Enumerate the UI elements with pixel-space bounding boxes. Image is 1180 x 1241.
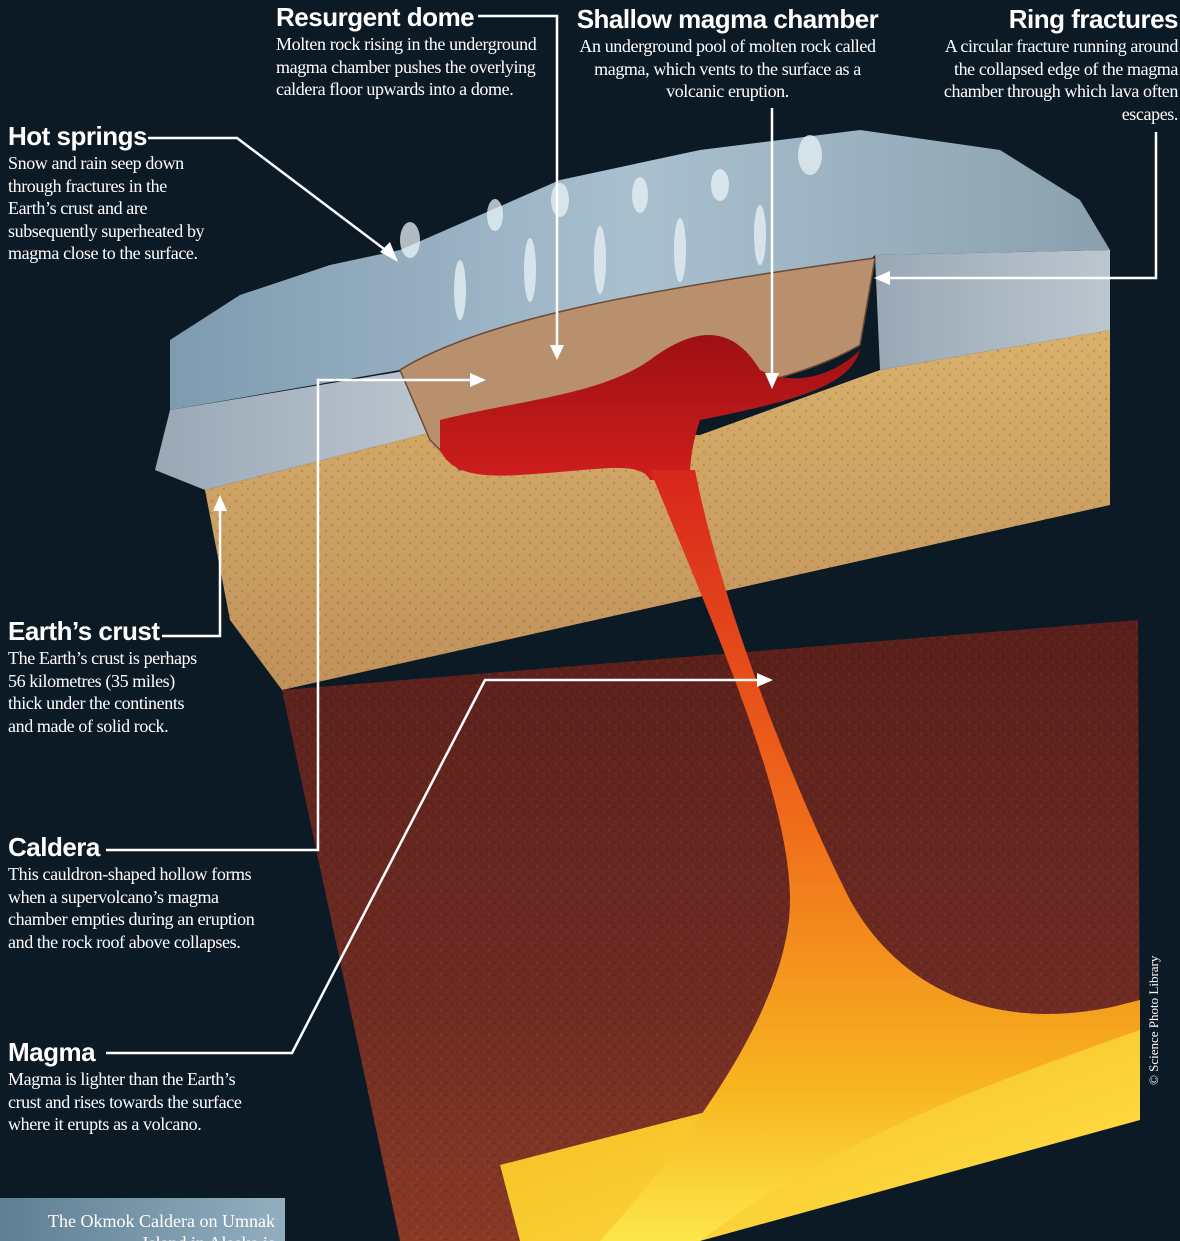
magma-title: Magma — [8, 1038, 248, 1066]
resurgent-dome-title: Resurgent dome — [276, 3, 546, 31]
photo-caption-text: The Okmok Caldera on Umnak Island in Ala… — [15, 1210, 275, 1241]
label-caldera: Caldera This cauldron-shaped hollow form… — [8, 833, 258, 953]
magma-text: Magma is lighter than the Earth’s crust … — [8, 1068, 248, 1136]
label-shallow-magma-chamber: Shallow magma chamber An underground poo… — [575, 5, 880, 103]
hot-springs-title: Hot springs — [8, 122, 218, 150]
hot-springs-text: Snow and rain seep down through fracture… — [8, 152, 218, 265]
label-resurgent-dome: Resurgent dome Molten rock rising in the… — [276, 3, 546, 101]
photo-credit: © Science Photo Library — [1146, 956, 1162, 1085]
shallow-magma-chamber-title: Shallow magma chamber — [575, 5, 880, 33]
label-magma: Magma Magma is lighter than the Earth’s … — [8, 1038, 248, 1136]
label-earths-crust: Earth’s crust The Earth’s crust is perha… — [8, 617, 198, 737]
label-hot-springs: Hot springs Snow and rain seep down thro… — [8, 122, 218, 265]
photo-caption-box: The Okmok Caldera on Umnak Island in Ala… — [0, 1198, 285, 1241]
resurgent-dome-text: Molten rock rising in the underground ma… — [276, 33, 546, 101]
earths-crust-title: Earth’s crust — [8, 617, 198, 645]
earths-crust-text: The Earth’s crust is perhaps 56 kilometr… — [8, 647, 198, 737]
ring-fractures-text: A circular fracture running around the c… — [930, 35, 1178, 125]
caldera-text: This cauldron-shaped hollow forms when a… — [8, 863, 258, 953]
caldera-title: Caldera — [8, 833, 258, 861]
label-ring-fractures: Ring fractures A circular fracture runni… — [930, 5, 1178, 125]
shallow-magma-chamber-text: An underground pool of molten rock calle… — [575, 35, 880, 103]
ring-fractures-title: Ring fractures — [930, 5, 1178, 33]
